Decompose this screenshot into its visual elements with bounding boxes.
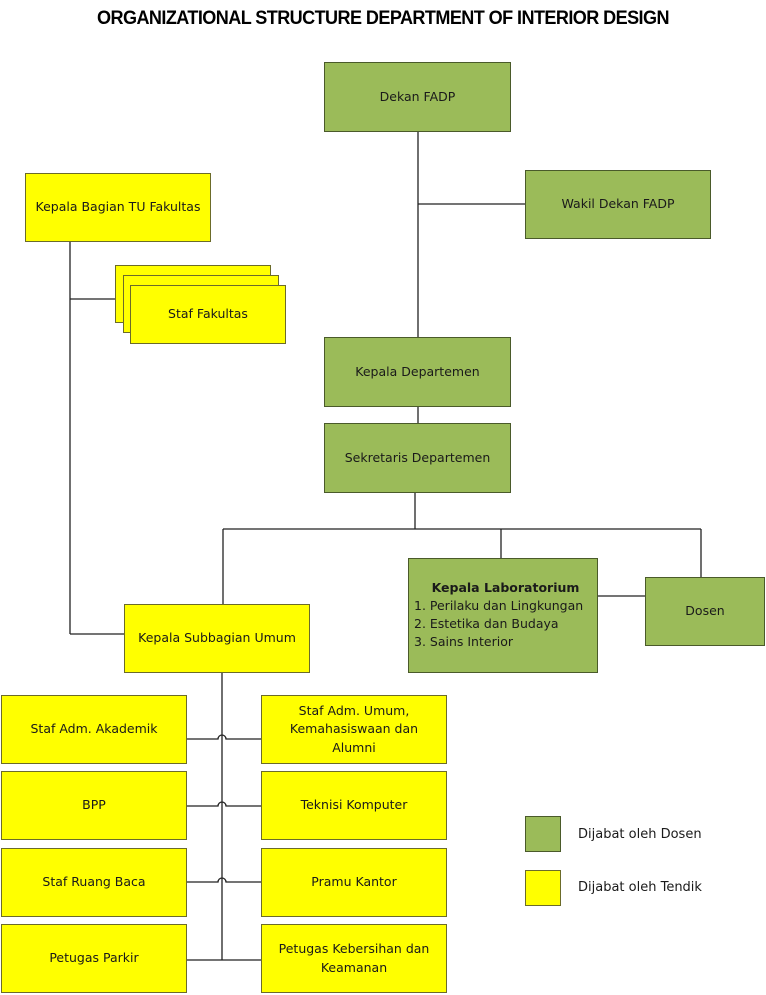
node-dekan[interactable]: Dekan FADP xyxy=(324,62,511,132)
line-row-2 xyxy=(187,801,261,807)
node-kepala-bagian-tu[interactable]: Kepala Bagian TU Fakultas xyxy=(25,173,211,242)
node-label: Kepala Departemen xyxy=(355,363,480,379)
node-label: Staf Fakultas xyxy=(168,306,248,322)
node-label: Staf Adm. Umum, Kemahasiswaan dan Alumni xyxy=(289,703,419,755)
node-staf-ruang-baca[interactable]: Staf Ruang Baca xyxy=(1,848,187,917)
node-label: Wakil Dekan FADP xyxy=(561,196,675,212)
node-kepala-departemen[interactable]: Kepala Departemen xyxy=(324,337,511,407)
node-staf-adm-akademik[interactable]: Staf Adm. Akademik xyxy=(1,695,187,764)
node-label: Pramu Kantor xyxy=(311,874,397,890)
lab-title: Kepala Laboratorium xyxy=(431,580,580,595)
line-row-3 xyxy=(187,877,261,883)
node-staf-adm-umum[interactable]: Staf Adm. Umum, Kemahasiswaan dan Alumni xyxy=(261,695,447,764)
chart-title: ORGANIZATIONAL STRUCTURE DEPARTMENT OF I… xyxy=(97,8,669,29)
node-label: Petugas Parkir xyxy=(49,950,139,966)
legend-label-tendik: Dijabat oleh Tendik xyxy=(578,880,702,895)
lab-item: 2. Estetika dan Budaya xyxy=(414,616,559,632)
node-kepala-subbagian-umum[interactable]: Kepala Subbagian Umum xyxy=(124,604,310,673)
node-label: Kepala Subbagian Umum xyxy=(138,630,296,646)
node-sekretaris-departemen[interactable]: Sekretaris Departemen xyxy=(324,423,511,493)
node-bpp[interactable]: BPP xyxy=(1,771,187,840)
node-wakil-dekan[interactable]: Wakil Dekan FADP xyxy=(525,170,711,239)
node-petugas-parkir[interactable]: Petugas Parkir xyxy=(1,924,187,993)
lab-item: 1. Perilaku dan Lingkungan xyxy=(414,598,584,614)
node-label: BPP xyxy=(82,797,106,813)
line-row-1 xyxy=(187,734,261,740)
legend-label-dosen: Dijabat oleh Dosen xyxy=(578,827,702,842)
node-label: Teknisi Komputer xyxy=(300,797,408,813)
legend-swatch-dosen xyxy=(525,816,561,852)
node-label: Kepala Bagian TU Fakultas xyxy=(35,199,201,215)
node-teknisi-komputer[interactable]: Teknisi Komputer xyxy=(261,771,447,840)
node-label: Staf Adm. Akademik xyxy=(30,721,158,737)
legend-swatch-tendik xyxy=(525,870,561,906)
node-dosen[interactable]: Dosen xyxy=(645,577,765,646)
lab-item: 3. Sains Interior xyxy=(414,634,513,650)
node-label: Staf Ruang Baca xyxy=(42,874,146,890)
node-pramu-kantor[interactable]: Pramu Kantor xyxy=(261,848,447,917)
node-staf-fakultas[interactable]: Staf Fakultas xyxy=(130,285,286,344)
node-petugas-kebersihan[interactable]: Petugas Kebersihan dan Keamanan xyxy=(261,924,447,993)
node-kepala-laboratorium[interactable]: Kepala Laboratorium 1. Perilaku dan Ling… xyxy=(408,558,598,673)
node-label: Petugas Kebersihan dan Keamanan xyxy=(278,941,430,975)
node-label: Dekan FADP xyxy=(379,88,456,104)
node-label: Dosen xyxy=(685,603,725,619)
node-label: Sekretaris Departemen xyxy=(344,449,491,465)
